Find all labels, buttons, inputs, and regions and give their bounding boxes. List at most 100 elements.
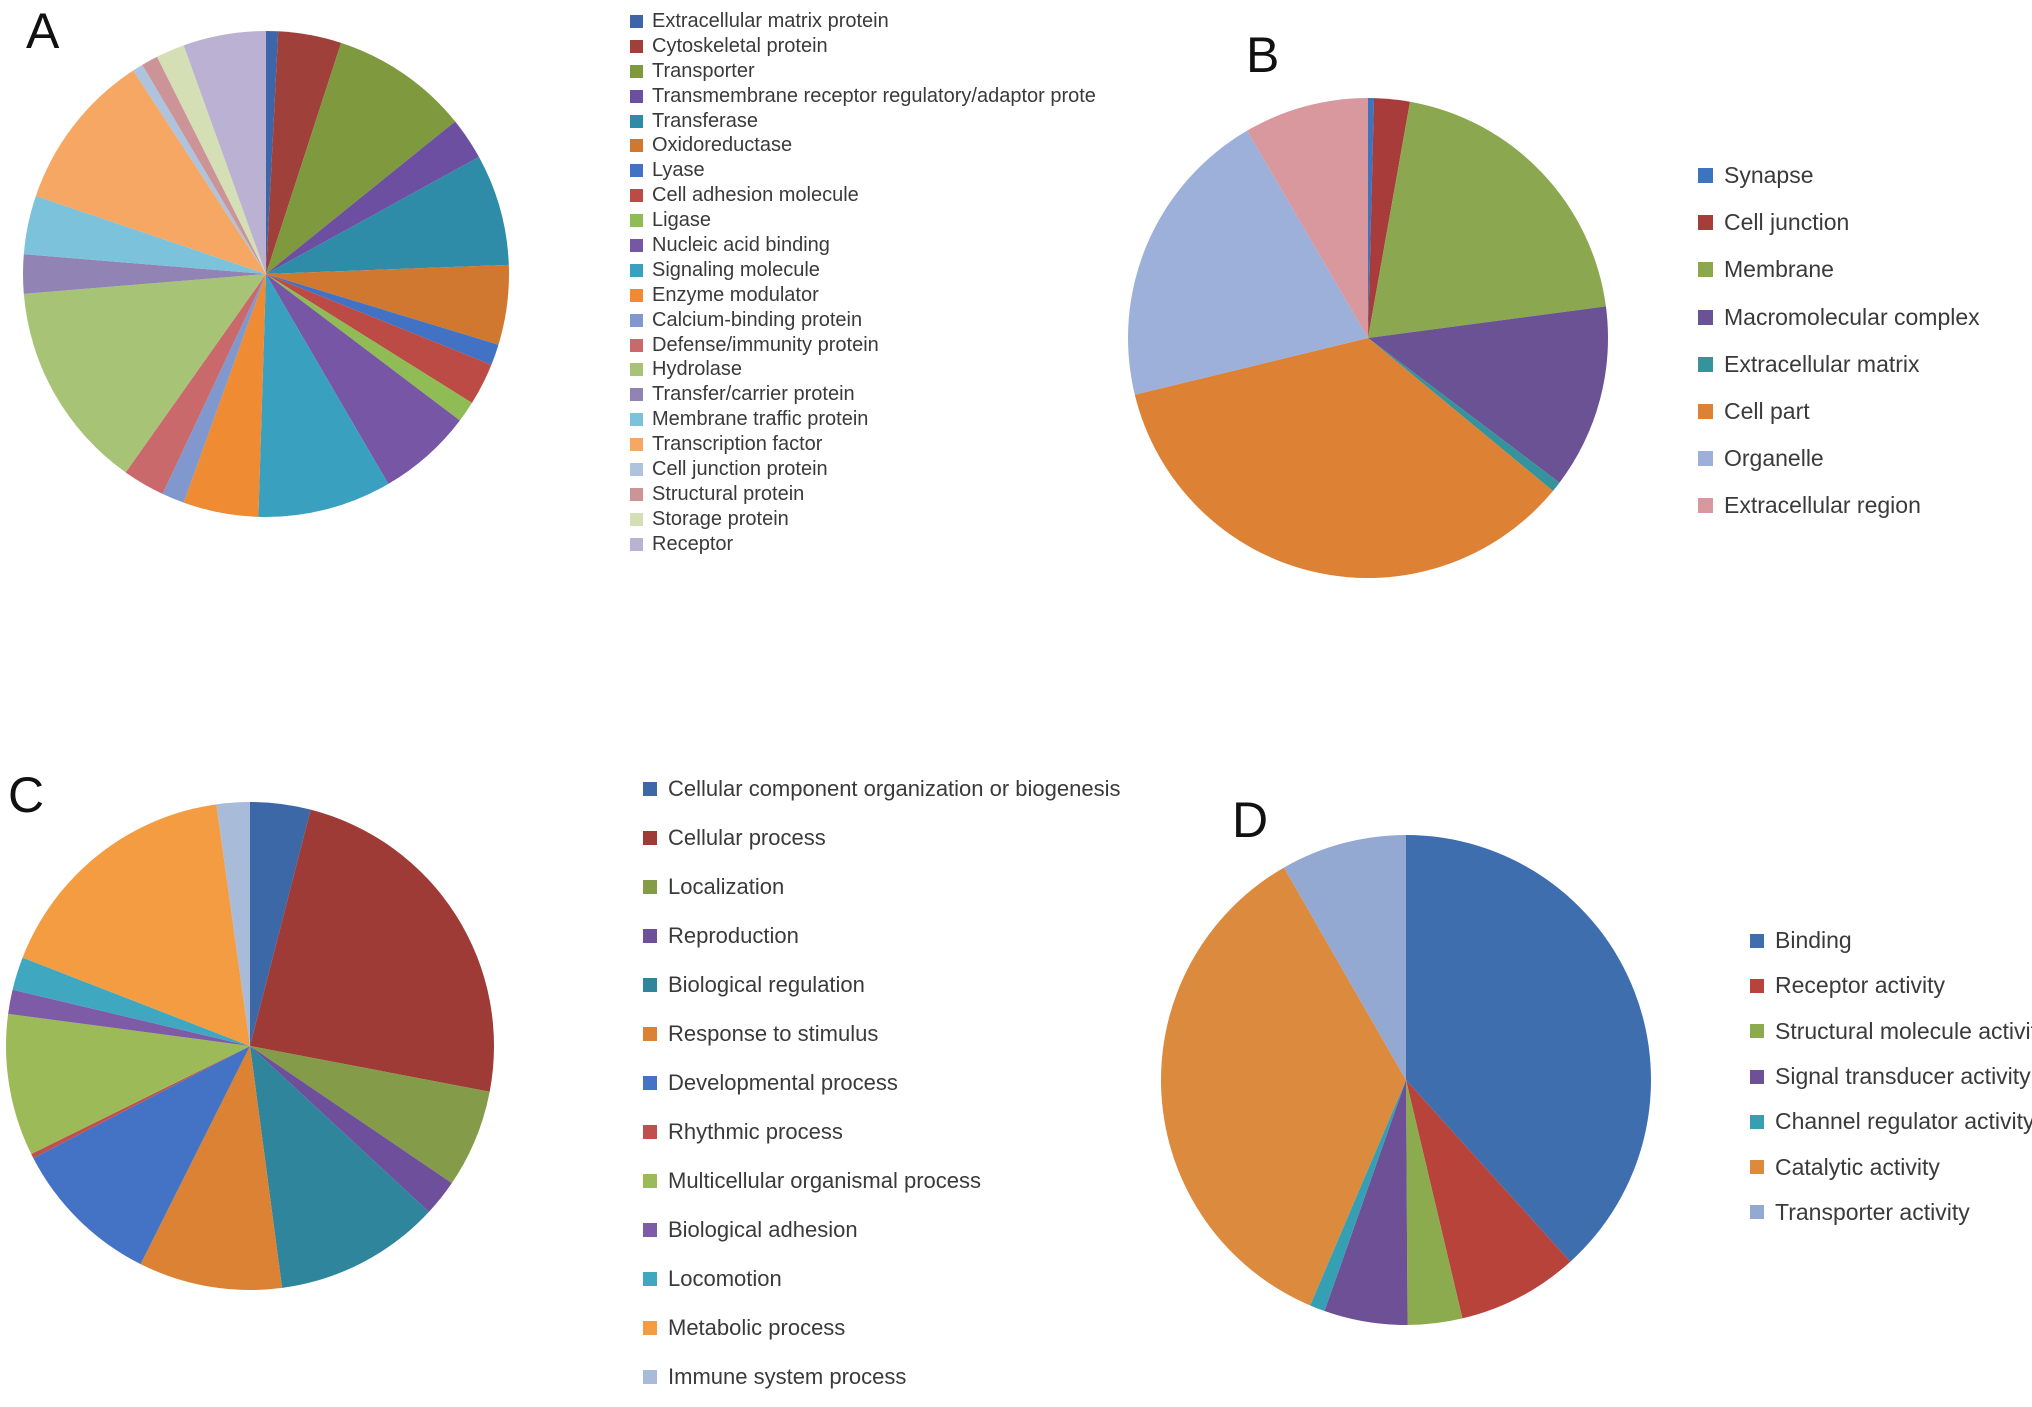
legend-swatch-storage-protein (630, 512, 643, 526)
pie-chart-b (1128, 98, 1608, 578)
legend-d-item-binding: Binding (1750, 918, 2032, 963)
pie-b-slice-extracellular-region (1247, 98, 1368, 338)
legend-label: Developmental process (668, 1069, 898, 1095)
legend-label: Hydrolase (652, 358, 743, 381)
pie-c-slice-cellular-component-organization-or-biogenesis (250, 802, 311, 1046)
legend-a-item-transfer-carrier-protein: Transfer/carrier protein (630, 382, 1096, 407)
legend-label: Transfer/carrier protein (652, 383, 855, 406)
legend-a-item-transmembrane-receptor-regulatory-adaptor-prote: Transmembrane receptor regulatory/adapto… (630, 84, 1096, 109)
legend-label: Cytoskeletal protein (652, 34, 828, 57)
legend-label: Oxidoreductase (652, 134, 793, 157)
legend-b-item-organelle: Organelle (1698, 435, 1980, 482)
pie-a-slice-transmembrane-receptor-regulatory-adaptor-prote (266, 121, 479, 274)
legend-swatch-channel-regulator-activity (1750, 1114, 1764, 1129)
legend-c-item-cellular-component-organization-or-biogenesis: Cellular component organization or bioge… (643, 764, 1121, 813)
legend-swatch-biological-adhesion (643, 1222, 657, 1237)
legend-a-item-oxidoreductase: Oxidoreductase (630, 133, 1096, 158)
legend-c: Cellular component organization or bioge… (643, 764, 1121, 1401)
legend-a-item-cytoskeletal-protein: Cytoskeletal protein (630, 34, 1096, 59)
legend-a-item-calcium-binding-protein: Calcium-binding protein (630, 308, 1096, 333)
pie-a-slice-cell-adhesion-molecule (266, 274, 492, 403)
legend-label: Calcium-binding protein (652, 308, 863, 331)
pie-c-slice-multicellular-organismal-process (6, 1013, 251, 1155)
pie-chart-a (23, 31, 509, 517)
legend-label: Transporter activity (1775, 1198, 1970, 1225)
legend-b-item-cell-junction: Cell junction (1698, 199, 1980, 246)
legend-c-item-metabolic-process: Metabolic process (643, 1303, 1121, 1352)
legend-c-item-developmental-process: Developmental process (643, 1058, 1121, 1107)
legend-label: Biological regulation (668, 971, 865, 997)
pie-c-slice-response-to-stimulus (140, 1046, 283, 1290)
pie-a-slice-membrane-traffic-protein (23, 196, 266, 274)
pie-b-slice-membrane (1368, 101, 1606, 338)
legend-c-item-multicellular-organismal-process: Multicellular organismal process (643, 1156, 1121, 1205)
legend-swatch-transfer-carrier-protein (630, 388, 643, 402)
legend-a-item-transporter: Transporter (630, 59, 1096, 84)
legend-swatch-extracellular-matrix (1698, 356, 1713, 372)
legend-label: Metabolic process (668, 1314, 846, 1340)
pie-a-slice-oxidoreductase (266, 264, 509, 345)
panel-label-d: D (1232, 792, 1269, 848)
legend-a-item-structural-protein: Structural protein (630, 482, 1096, 507)
legend-c-item-locomotion: Locomotion (643, 1254, 1121, 1303)
pie-a-slice-cytoskeletal-protein (266, 31, 342, 275)
legend-swatch-cytoskeletal-protein (630, 39, 643, 53)
legend-label: Transferase (652, 109, 758, 132)
legend-swatch-developmental-process (643, 1075, 657, 1090)
legend-label: Signaling molecule (652, 258, 820, 281)
legend-c-item-rhythmic-process: Rhythmic process (643, 1107, 1121, 1156)
pie-b-slice-cell-part (1134, 338, 1553, 578)
pie-c-slice-immune-system-process (216, 802, 250, 1046)
legend-swatch-cell-adhesion-molecule (630, 189, 643, 203)
pie-a-slice-hydrolase (23, 274, 266, 473)
pie-a-slice-transcription-factor (35, 70, 267, 274)
legend-d-item-receptor-activity: Receptor activity (1750, 963, 2032, 1008)
legend-label: Nucleic acid binding (652, 233, 830, 256)
legend-label: Catalytic activity (1775, 1153, 1940, 1180)
legend-c-item-reproduction: Reproduction (643, 911, 1121, 960)
pie-c-slice-locomotion (12, 957, 250, 1046)
legend-label: Multicellular organismal process (668, 1167, 982, 1193)
legend-swatch-calcium-binding-protein (630, 313, 643, 327)
legend-swatch-signaling-molecule (630, 263, 643, 277)
legend-a-item-transferase: Transferase (630, 109, 1096, 134)
pie-d-slice-structural-molecule-activity (1406, 1080, 1463, 1325)
legend-label: Membrane traffic protein (652, 408, 869, 431)
legend-swatch-structural-protein (630, 487, 643, 501)
legend-swatch-cellular-component-organization-or-biogenesis (643, 781, 657, 796)
pie-a-slice-signaling-molecule (258, 274, 389, 517)
pie-b-slice-synapse (1368, 98, 1375, 338)
legend-label: Rhythmic process (668, 1118, 843, 1144)
legend-label: Receptor activity (1775, 972, 1946, 999)
legend-swatch-cell-junction-protein (630, 462, 643, 476)
legend-b-item-cell-part: Cell part (1698, 388, 1980, 435)
legend-label: Storage protein (652, 507, 789, 530)
legend-swatch-oxidoreductase (630, 139, 643, 153)
pie-b-slice-cell-junction (1368, 98, 1411, 338)
legend-label: Cell junction protein (652, 457, 828, 480)
legend-a-item-cell-adhesion-molecule: Cell adhesion molecule (630, 183, 1096, 208)
pie-a-slice-transferase (266, 156, 509, 274)
pie-a-slice-extracellular-matrix-protein (266, 31, 279, 274)
legend-label: Structural protein (652, 482, 805, 505)
legend-label: Receptor (652, 532, 734, 555)
legend-label: Reproduction (668, 922, 799, 948)
legend-b-item-extracellular-matrix: Extracellular matrix (1698, 341, 1980, 388)
panel-label-a: A (26, 3, 60, 59)
pie-d-slice-transporter-activity (1283, 835, 1406, 1080)
pie-d-slice-catalytic-activity (1161, 867, 1406, 1306)
legend-swatch-lyase (630, 164, 643, 178)
legend-d-item-channel-regulator-activity: Channel regulator activity (1750, 1099, 2032, 1144)
pie-b-slice-macromolecular-complex (1368, 306, 1608, 483)
legend-label: Defense/immunity protein (652, 333, 879, 356)
pie-c-slice-biological-regulation (250, 1046, 429, 1288)
legend-swatch-cell-part (1698, 404, 1713, 420)
legend-label: Enzyme modulator (652, 283, 819, 306)
legend-swatch-membrane (1698, 262, 1713, 278)
legend-label: Channel regulator activity (1775, 1108, 2032, 1135)
pie-a-slice-calcium-binding-protein (162, 274, 266, 503)
legend-swatch-defense-immunity-protein (630, 338, 643, 352)
legend-label: Cellular process (668, 824, 826, 850)
